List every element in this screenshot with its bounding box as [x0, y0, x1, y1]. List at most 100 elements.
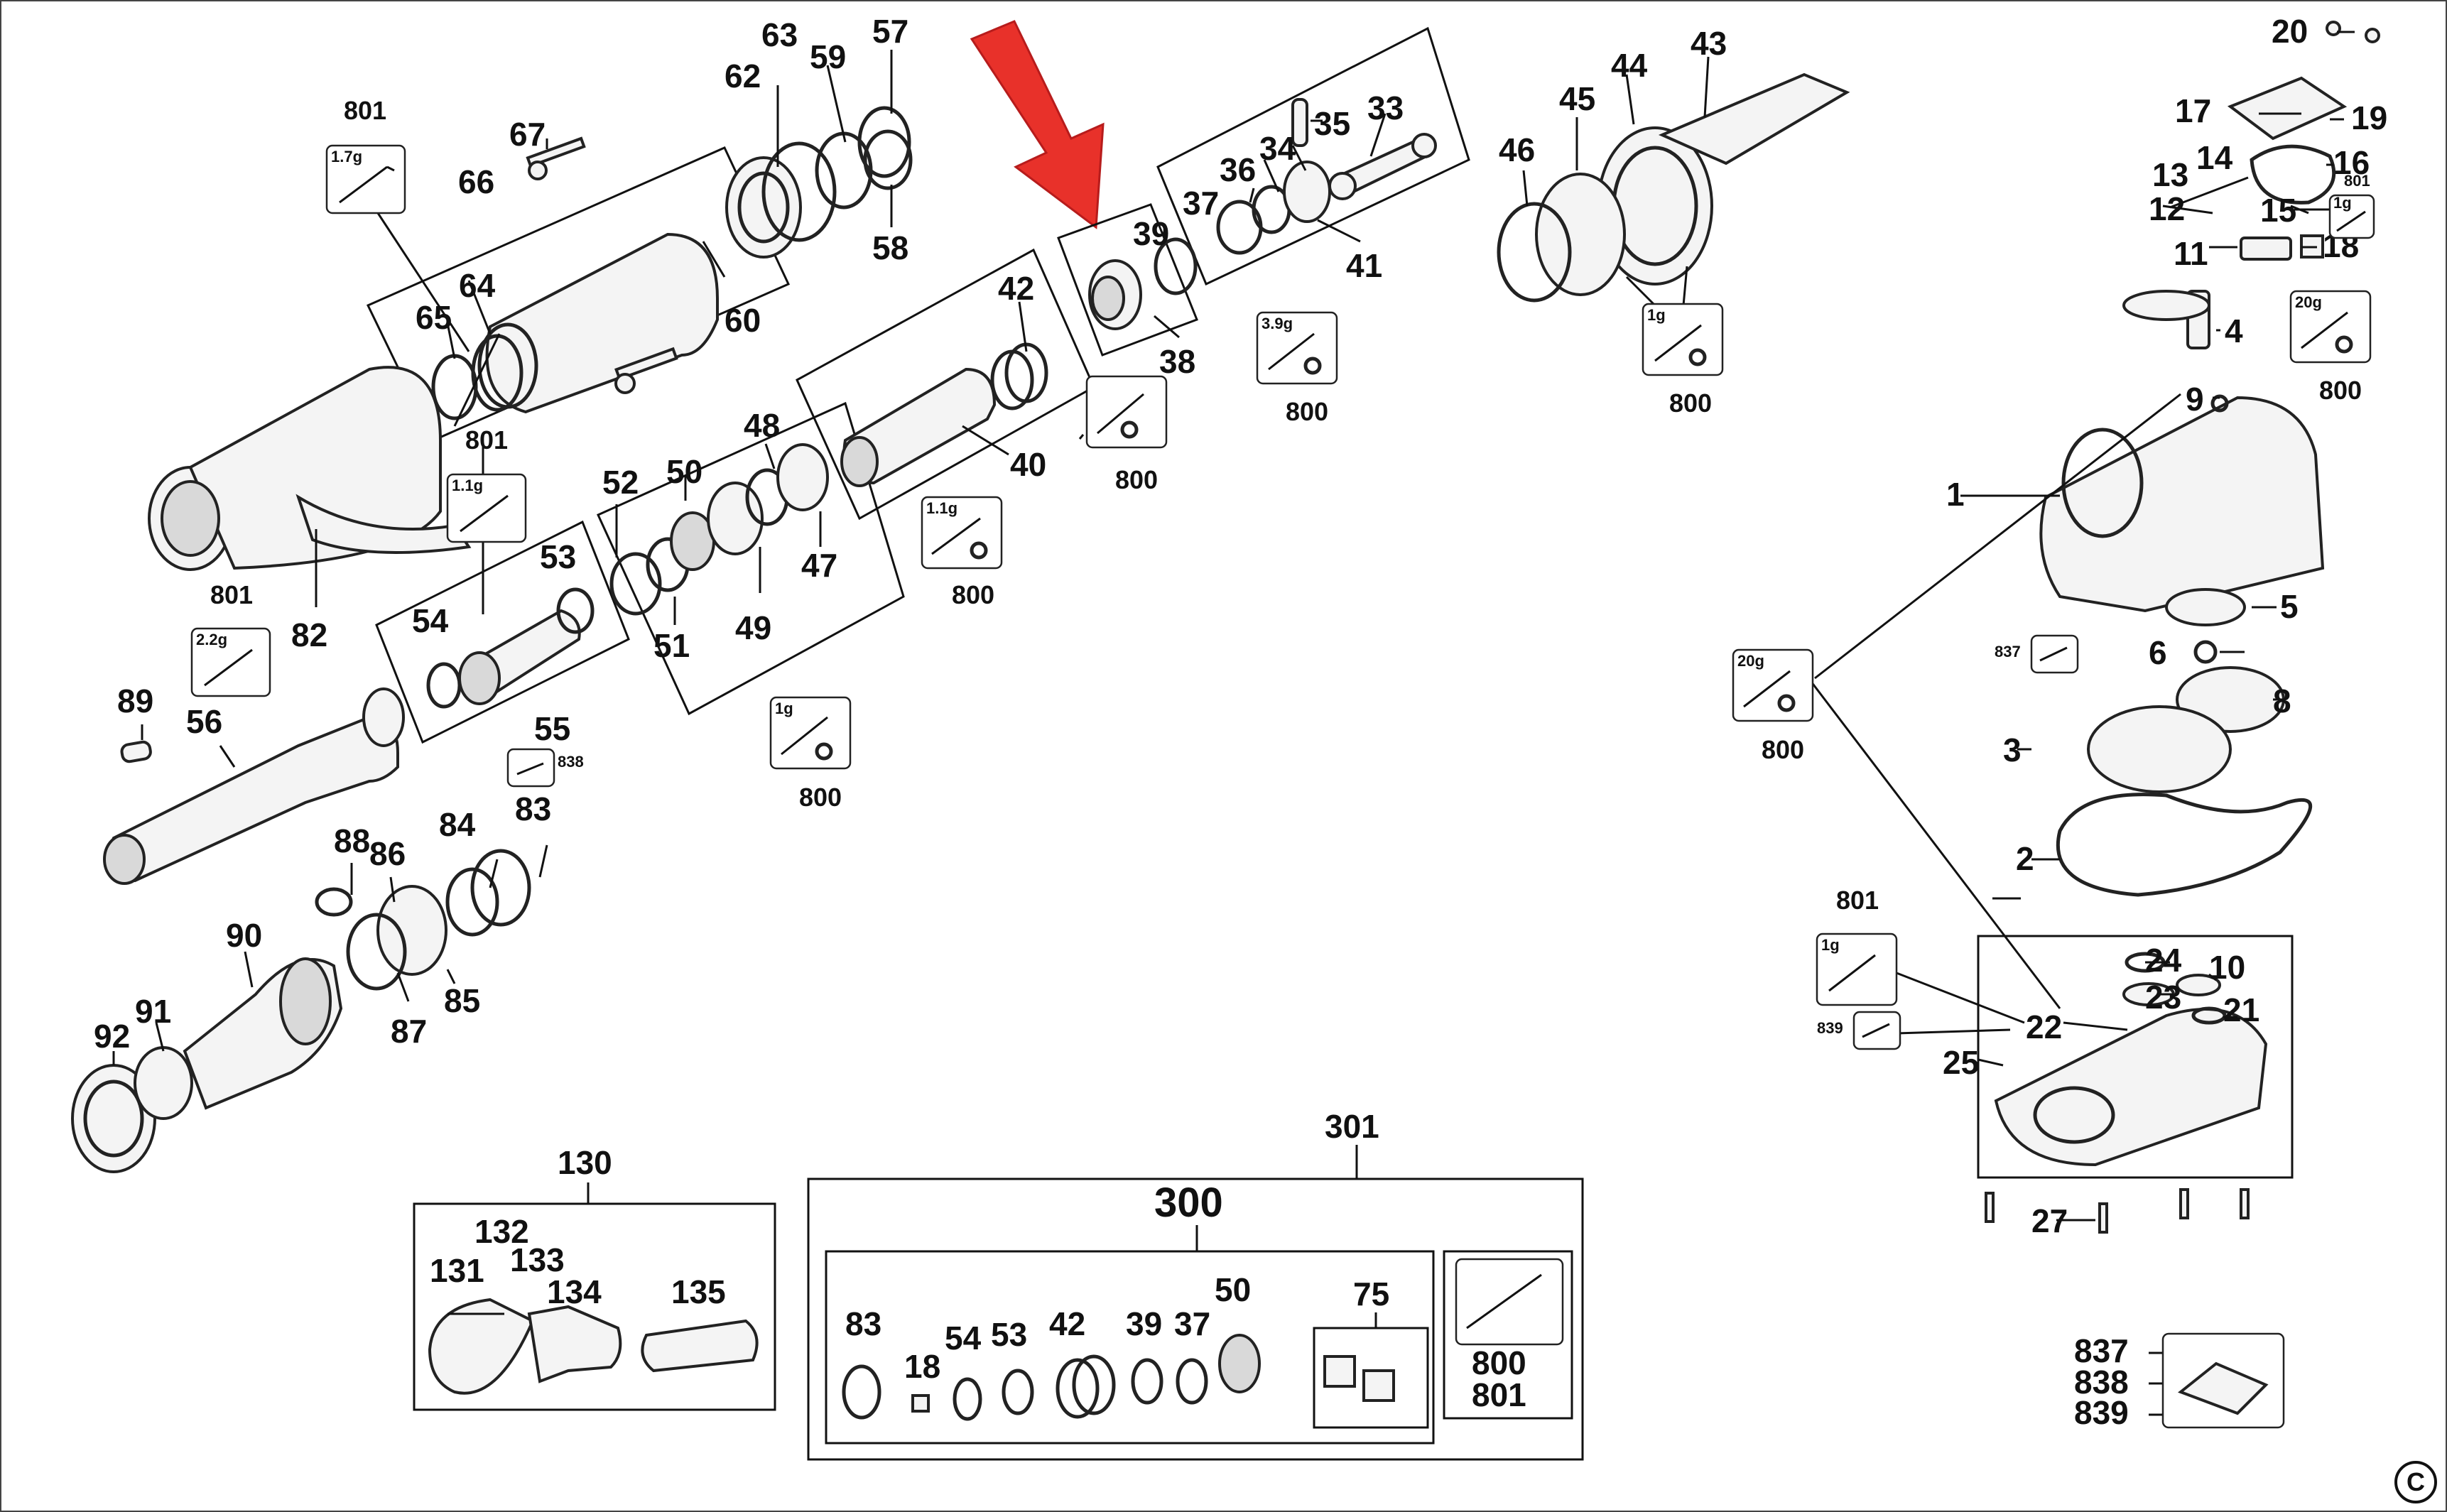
label-38: 38 — [1159, 343, 1195, 380]
part-17-cover — [2227, 76, 2348, 141]
part-52-washer — [609, 552, 662, 616]
label-8: 8 — [2273, 682, 2291, 719]
svg-text:1g: 1g — [1821, 936, 1840, 954]
part-91-92-nose — [71, 1046, 193, 1173]
part-82-front-housing — [148, 366, 472, 571]
label-20: 20 — [2272, 13, 2308, 50]
label-3: 3 — [2003, 731, 2022, 768]
grease-box-800-g: 20g 800 — [1732, 648, 1814, 764]
part-56-spindle — [103, 687, 405, 885]
part-67-screw — [526, 136, 586, 180]
part-89-pin — [120, 740, 152, 763]
label-134: 134 — [547, 1273, 602, 1310]
grease-box-800-f: 20g 800 — [2289, 290, 2372, 405]
svg-text:838: 838 — [558, 753, 584, 771]
label-60: 60 — [725, 302, 761, 339]
label-57: 57 — [872, 13, 908, 50]
svg-text:1g: 1g — [1647, 306, 1666, 324]
part-11-switch — [2240, 236, 2292, 261]
grease-box-801-e: 1g 801 — [2328, 172, 2375, 239]
part-60-screw — [614, 347, 678, 394]
label-kit-39: 39 — [1126, 1305, 1162, 1342]
label-2: 2 — [2016, 840, 2034, 877]
svg-text:800: 800 — [2319, 376, 2362, 405]
label-65: 65 — [416, 299, 452, 336]
label-19: 19 — [2351, 99, 2387, 136]
part-46-ring — [1497, 202, 1572, 303]
label-87: 87 — [391, 1013, 427, 1050]
part-1-gear-housing — [2039, 396, 2325, 613]
label-44: 44 — [1611, 47, 1648, 84]
svg-text:2.2g: 2.2g — [196, 631, 227, 648]
label-839: 839 — [2074, 1394, 2129, 1431]
label-92: 92 — [94, 1018, 130, 1055]
part-number-labels: 67 63 59 57 62 58 66 64 65 60 82 52 50 4… — [94, 13, 2387, 1239]
part-20-screw-b — [2365, 28, 2380, 43]
ref-box-839: 839 — [1817, 1011, 1901, 1050]
svg-text:800: 800 — [1286, 397, 1328, 426]
copyright-symbol: C — [2394, 1461, 2437, 1503]
label-kit-42: 42 — [1049, 1305, 1085, 1342]
label-84: 84 — [439, 806, 476, 843]
part-38-piston-inner — [1091, 276, 1125, 321]
part-65-circlip — [431, 354, 478, 420]
label-12: 12 — [2149, 190, 2185, 227]
part-83-washer — [470, 849, 531, 927]
label-86: 86 — [369, 835, 406, 872]
label-50: 50 — [666, 453, 702, 490]
label-133: 133 — [510, 1241, 565, 1278]
label-837: 837 — [2074, 1332, 2129, 1369]
ref-box-837: 837 — [1995, 634, 2079, 674]
label-838: 838 — [2074, 1364, 2129, 1400]
part-135-handle — [641, 1319, 759, 1373]
label-59: 59 — [810, 38, 846, 75]
part-34-piston — [1283, 161, 1331, 223]
svg-text:1.1g: 1.1g — [452, 477, 483, 494]
group-box-22-25 — [1977, 935, 2294, 1179]
grease-box-801-c: 801 2.2g — [190, 580, 271, 697]
label-kit-75: 75 — [1353, 1276, 1389, 1312]
label-63: 63 — [761, 16, 798, 53]
label-27: 27 — [2031, 1202, 2068, 1239]
grease-box-800-e: 1g 800 — [1642, 303, 1724, 418]
label-22: 22 — [2026, 1008, 2062, 1045]
label-25: 25 — [1943, 1044, 1979, 1081]
grease-box-801-a: 801 1.7g — [325, 96, 406, 214]
label-10: 10 — [2209, 949, 2245, 986]
label-kit-53: 53 — [991, 1316, 1027, 1353]
svg-text:801: 801 — [344, 96, 386, 125]
kit-130: 130 131 132 133 134 135 — [413, 1144, 776, 1411]
label-301: 301 — [1325, 1108, 1379, 1145]
label-89: 89 — [117, 682, 153, 719]
label-58: 58 — [872, 229, 908, 266]
svg-text:20g: 20g — [1737, 652, 1764, 670]
label-48: 48 — [744, 407, 780, 444]
part-9-oring — [2210, 394, 2229, 413]
label-6: 6 — [2149, 634, 2167, 671]
label-5: 5 — [2280, 588, 2299, 625]
svg-text:800: 800 — [1115, 465, 1158, 494]
label-85: 85 — [444, 982, 480, 1019]
part-20-screw — [2326, 21, 2341, 36]
part-4-crank — [2122, 290, 2210, 349]
label-35: 35 — [1314, 105, 1350, 142]
part-87-ring — [346, 913, 407, 991]
label-17: 17 — [2175, 92, 2211, 129]
group-box-38-39 — [1057, 203, 1198, 357]
part-57-ring — [857, 106, 911, 178]
label-55: 55 — [534, 710, 570, 747]
part-134-clamp — [527, 1305, 622, 1383]
label-300: 300 — [1154, 1180, 1223, 1226]
part-6-circlip — [2193, 640, 2218, 664]
red-pointer-arrow — [970, 20, 1105, 229]
part-47-sleeve — [776, 443, 829, 511]
grease-box-800-b: 800 — [1085, 375, 1168, 494]
part-43-44-gear — [1597, 72, 1850, 285]
svg-text:801: 801 — [2344, 172, 2370, 190]
label-62: 62 — [725, 58, 761, 94]
label-40: 40 — [1010, 446, 1046, 483]
label-91: 91 — [135, 993, 171, 1030]
label-kit-801: 801 — [1472, 1376, 1526, 1413]
svg-text:800: 800 — [799, 783, 842, 812]
